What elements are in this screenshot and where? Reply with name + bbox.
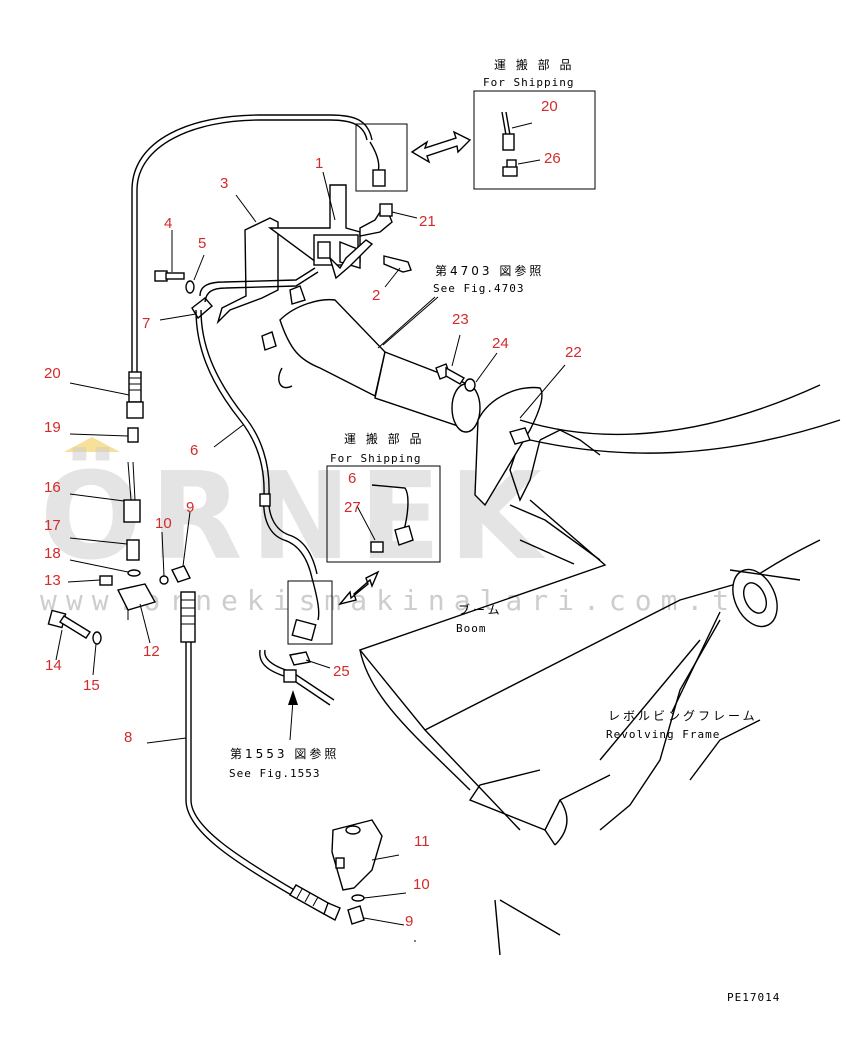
callout-1: 1 (315, 155, 323, 172)
callout-18: 18 (44, 545, 61, 562)
callout-numbers: 1 2 3 4 5 6 7 8 9 9 10 10 11 12 13 14 15… (44, 98, 582, 930)
callout-9: 9 (186, 499, 194, 516)
revolving-frame-leader (519, 539, 721, 713)
washer-5 (185, 280, 195, 294)
o-ring-10b (351, 894, 365, 902)
ref-arrow-4703 (377, 296, 436, 349)
callout-12: 12 (143, 643, 160, 660)
o-ring-10a (159, 575, 169, 585)
callout-17: 17 (44, 517, 61, 534)
double-arrow-top (410, 130, 472, 164)
figure-code: PE17014 (727, 991, 780, 1004)
callout-21: 21 (419, 213, 436, 230)
bolt-13 (99, 575, 113, 586)
clip-25 (289, 651, 311, 666)
svg-text:第4703 図参照: 第4703 図参照 (435, 263, 544, 278)
boom-label: ブーム Boom (456, 602, 503, 635)
svg-text:For Shipping: For Shipping (330, 452, 421, 465)
watermark: ÖRNEK www.ornekismakinalari.com.tr (40, 437, 764, 617)
block-12 (116, 583, 157, 620)
callout-25: 25 (333, 663, 350, 680)
callout-2: 2 (372, 287, 380, 304)
svg-text:運 搬 部 品: 運 搬 部 品 (344, 431, 424, 446)
bolt-4 (154, 270, 185, 282)
callout-16: 16 (44, 479, 61, 496)
callout-6: 6 (190, 442, 198, 459)
callout-3: 3 (220, 175, 228, 192)
bracket-22 (474, 386, 543, 507)
watermark-brand: ÖRNEK (40, 447, 550, 587)
callout-19: 19 (44, 419, 61, 436)
callout-20: 20 (541, 98, 558, 115)
svg-text:ブーム: ブーム (458, 602, 503, 617)
callout-7: 7 (142, 315, 150, 332)
callout-27: 27 (344, 499, 361, 516)
callout-20: 20 (44, 365, 61, 382)
washer-24 (464, 378, 476, 392)
callout-24: 24 (492, 335, 509, 352)
adapter-17 (126, 539, 140, 561)
callout-26: 26 (544, 150, 561, 167)
valve-assembly (216, 184, 412, 325)
switch-16 (123, 461, 141, 523)
elbow-9a (171, 565, 191, 583)
leader-lines (55, 122, 566, 942)
svg-text:See Fig.1553: See Fig.1553 (229, 767, 320, 780)
callout-11: 11 (414, 833, 430, 850)
svg-text:For Shipping: For Shipping (483, 76, 574, 89)
callout-23: 23 (452, 311, 469, 328)
shipping-box-mid: 運 搬 部 品 For Shipping (326, 431, 441, 563)
detail-window-mid (287, 580, 333, 645)
callout-6: 6 (348, 470, 356, 487)
callout-4: 4 (164, 215, 172, 232)
detail-window-top (355, 123, 408, 192)
cable-20 (131, 114, 373, 372)
svg-text:Revolving Frame: Revolving Frame (606, 728, 720, 741)
boom-pin (261, 285, 481, 433)
callout-9: 9 (405, 913, 413, 930)
frame-label: レボルビングフレーム Revolving Frame (606, 709, 758, 741)
callout-10: 10 (413, 876, 430, 893)
callout-13: 13 (44, 572, 61, 589)
callout-22: 22 (565, 344, 582, 361)
callout-15: 15 (83, 677, 100, 694)
bolt-14 (47, 609, 91, 639)
callout-8: 8 (124, 729, 132, 746)
adapter-19 (127, 427, 139, 443)
ref-label-1553: 第1553 図参照 See Fig.1553 (229, 746, 339, 780)
elbow-9b (347, 905, 365, 925)
shipping-box-top: 運 搬 部 品 For Shipping (473, 57, 596, 190)
ref-arrow-1553 (288, 690, 298, 741)
boom-outline (358, 384, 841, 831)
ref-label-4703: 第4703 図参照 See Fig.4703 (433, 263, 544, 295)
svg-text:第1553 図参照: 第1553 図参照 (230, 746, 339, 761)
block-11 (331, 819, 383, 891)
washer-15 (92, 631, 102, 645)
callout-5: 5 (198, 235, 206, 252)
svg-text:レボルビングフレーム: レボルビングフレーム (608, 709, 758, 723)
watermark-url: www.ornekismakinalari.com.tr (40, 584, 764, 617)
revolving-frame-outline (468, 619, 761, 956)
hose-fitting-20 (126, 371, 144, 419)
callout-10: 10 (155, 515, 172, 532)
harness-6 (195, 309, 335, 706)
svg-text:Boom: Boom (456, 622, 487, 635)
o-ring-18 (127, 569, 141, 577)
svg-text:See Fig.4703: See Fig.4703 (433, 282, 524, 295)
svg-text:運 搬 部 品: 運 搬 部 品 (494, 57, 574, 72)
hose-8 (180, 591, 341, 921)
double-arrow-mid (338, 570, 380, 606)
bolt-23 (435, 363, 466, 385)
callout-14: 14 (45, 657, 62, 674)
